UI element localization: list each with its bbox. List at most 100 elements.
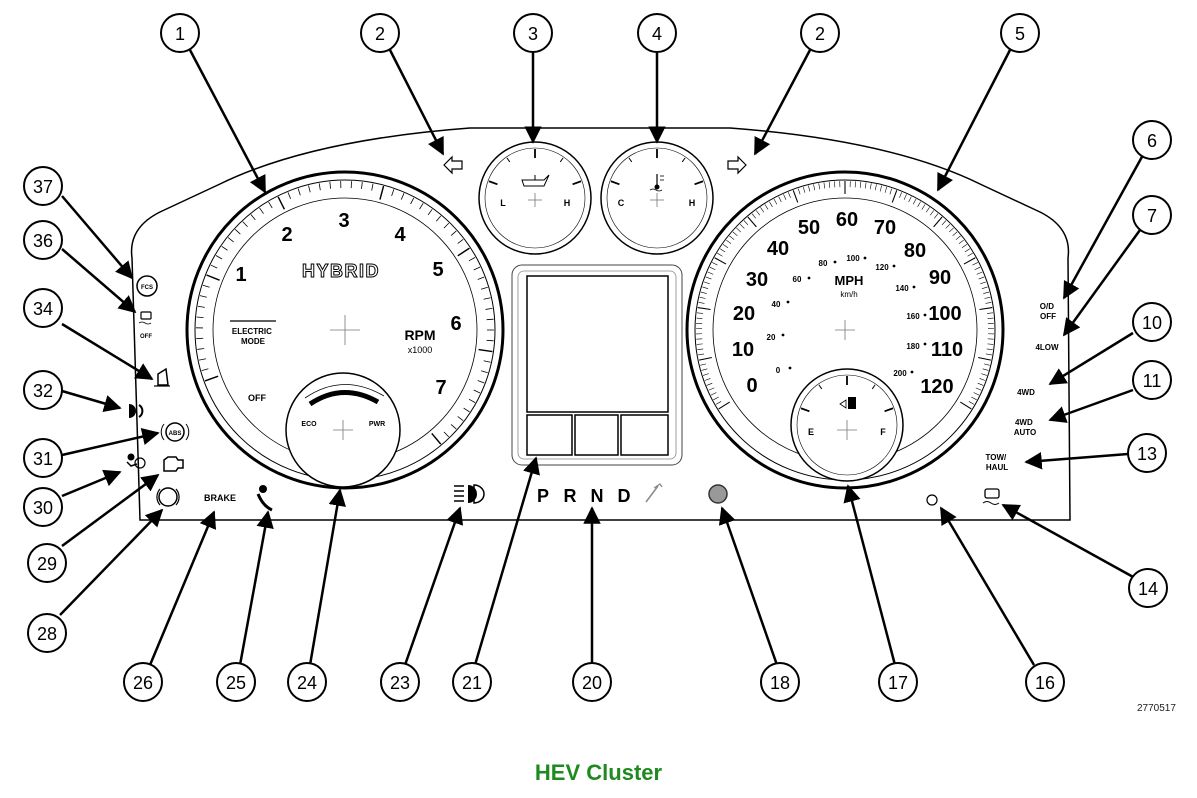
minor-tick [985, 302, 992, 304]
mph-30: 30 [746, 269, 768, 291]
minor-tick [477, 380, 485, 384]
svg-text:10: 10 [1142, 313, 1162, 333]
minor-tick [797, 188, 801, 195]
minor-tick [485, 308, 493, 310]
callout-21: 21 [452, 662, 492, 702]
minor-tick [874, 184, 877, 191]
svg-text:32: 32 [33, 381, 53, 401]
minor-tick [210, 264, 218, 269]
minor-tick [215, 255, 223, 260]
fuel-empty-label: E [808, 427, 814, 437]
tach-label-4: 4 [394, 224, 406, 246]
kmh-marker-dot [807, 276, 811, 280]
major-tick [694, 180, 704, 186]
minor-tick [719, 248, 726, 253]
svg-text:1: 1 [175, 24, 185, 44]
mph-90: 90 [929, 267, 951, 289]
svg-text:34: 34 [33, 299, 53, 319]
minor-tick [802, 186, 806, 193]
major-tick [747, 216, 757, 228]
minor-tick [864, 182, 867, 189]
major-tick [431, 432, 442, 445]
minor-tick [705, 276, 712, 280]
kmh-marker-dot [833, 260, 837, 264]
svg-text:4: 4 [652, 24, 662, 44]
temperature-gauge: C H [600, 141, 714, 255]
figure-reference-number: 2770517 [1137, 703, 1176, 714]
kmh-80: 80 [819, 259, 828, 268]
temp-cold-label: C [618, 198, 625, 208]
callout-24: 24 [287, 662, 327, 702]
mph-70: 70 [874, 217, 896, 239]
minor-tick [925, 207, 930, 213]
minor-tick [818, 384, 823, 390]
minor-tick [769, 201, 773, 207]
minor-tick [828, 181, 831, 188]
hybrid-logo: HYBRID [302, 261, 380, 281]
callout-1: 1 [160, 13, 200, 53]
svg-text:2: 2 [375, 24, 385, 44]
minor-tick [975, 387, 982, 391]
airbag-icon [126, 453, 146, 469]
callout-17: 17 [878, 662, 918, 702]
minor-tick [457, 238, 464, 244]
oil-high-label: H [564, 198, 571, 208]
callout-20: 20 [572, 662, 612, 702]
minor-tick [934, 213, 939, 219]
major-tick [379, 185, 385, 200]
callout-29: 29 [27, 543, 67, 583]
major-tick [697, 307, 711, 311]
minor-tick [697, 348, 704, 351]
tach-label-2: 2 [281, 224, 292, 246]
minor-tick [743, 220, 749, 226]
minor-tick [982, 368, 989, 371]
major-tick [478, 348, 493, 353]
mph-0: 0 [746, 375, 757, 397]
minor-tick [707, 271, 714, 275]
svg-text:ABS: ABS [169, 431, 182, 437]
minor-tick [987, 343, 994, 345]
minor-tick [871, 384, 876, 390]
kmh-marker-dot [923, 342, 927, 346]
thermometer-icon [649, 174, 664, 192]
minor-tick [473, 266, 481, 271]
minor-tick [702, 286, 709, 289]
kmh-marker-dot [912, 285, 916, 289]
minor-tick [751, 213, 756, 219]
kmh-marker-dot [923, 313, 927, 317]
kmh-20: 20 [767, 333, 776, 342]
minor-tick [712, 262, 718, 266]
brake-label: BRAKE [204, 493, 236, 503]
major-tick [572, 180, 582, 186]
minor-tick [818, 183, 821, 190]
minor-tick [196, 316, 204, 319]
oil-can-icon [521, 174, 550, 187]
kmh-120: 120 [875, 263, 889, 272]
callout-28: 28 [27, 613, 67, 653]
callout-25: 25 [216, 662, 256, 702]
minor-tick [202, 284, 210, 288]
minor-tick [201, 368, 209, 372]
minor-tick [250, 214, 256, 221]
minor-tick [221, 245, 228, 251]
minor-tick [983, 291, 990, 294]
minor-tick [984, 296, 991, 299]
abs-warning-icon: ABS [160, 422, 190, 442]
traction-control-icon [982, 488, 1000, 505]
mph-80: 80 [904, 240, 926, 262]
minor-tick [961, 244, 968, 249]
callout-4: 4 [637, 13, 677, 53]
fuel-gauge: E F [790, 368, 904, 482]
callout-30: 30 [23, 487, 63, 527]
major-tick [204, 375, 219, 382]
minor-tick [971, 396, 977, 401]
kmh-marker-dot [788, 366, 792, 370]
off-label: OFF [248, 393, 266, 403]
minor-tick [486, 318, 494, 321]
minor-tick [948, 227, 954, 233]
minor-tick [709, 266, 716, 270]
minor-tick [473, 389, 481, 394]
svg-text:31: 31 [33, 449, 53, 469]
minor-tick [477, 276, 485, 280]
major-tick [277, 196, 286, 210]
